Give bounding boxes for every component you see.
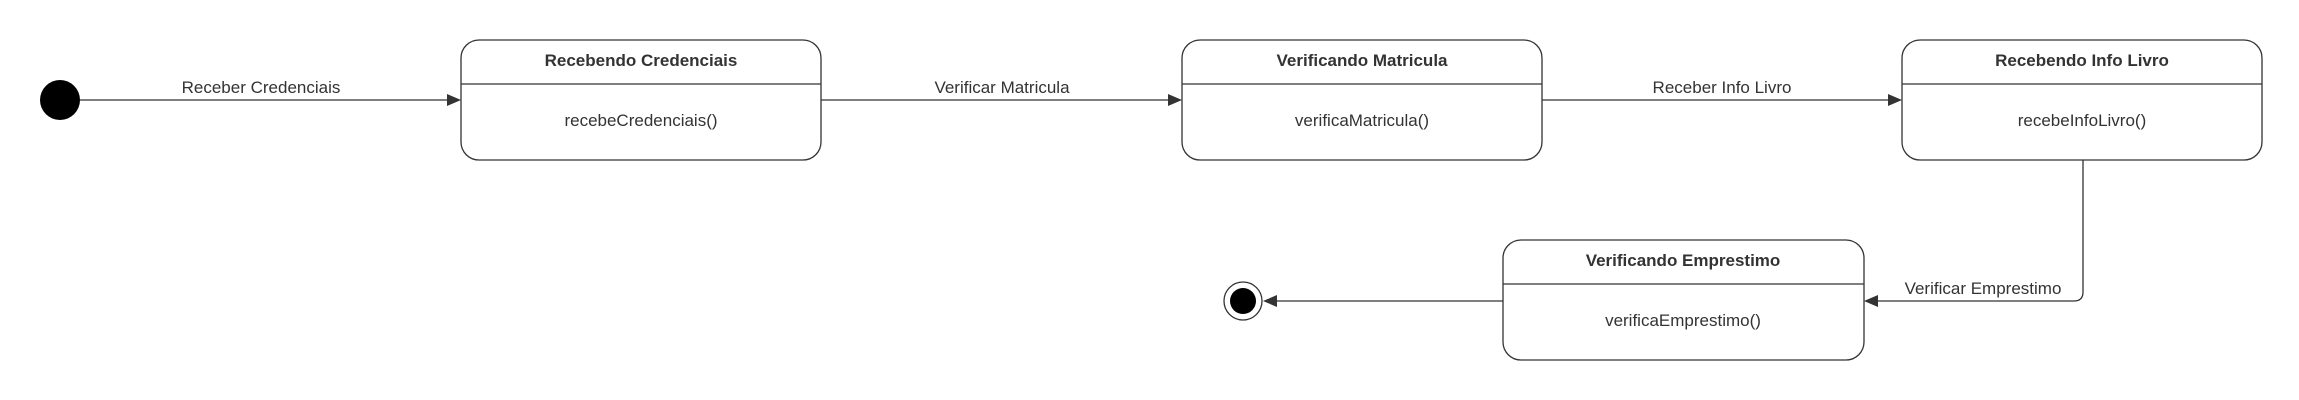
state-action-recebe-info-livro: recebeInfoLivro() [2018,111,2147,130]
edge-receber-credenciais[interactable]: Receber Credenciais [80,78,461,106]
state-title-verificando-matricula: Verificando Matricula [1277,51,1449,70]
state-recebendo-info-livro[interactable]: Recebendo Info Livro recebeInfoLivro() [1901,39,2263,161]
state-recebendo-credenciais[interactable]: Recebendo Credenciais recebeCredenciais(… [460,39,822,161]
edge-label-receber-info-livro: Receber Info Livro [1653,78,1792,97]
final-state[interactable] [1223,281,1263,321]
state-action-verifica-emprestimo: verificaEmprestimo() [1605,311,1761,330]
state-action-recebe-credenciais: recebeCredenciais() [564,111,717,130]
edge-verificar-emprestimo[interactable]: Verificar Emprestimo [1864,160,2084,307]
edge-receber-info-livro[interactable]: Receber Info Livro [1542,78,1902,106]
state-verificando-emprestimo[interactable]: Verificando Emprestimo verificaEmprestim… [1502,239,1865,361]
edge-label-receber-credenciais: Receber Credenciais [182,78,341,97]
state-title-recebendo-credenciais: Recebendo Credenciais [545,51,738,70]
edge-verificar-matricula[interactable]: Verificar Matricula [821,78,1182,106]
initial-state[interactable] [40,80,80,120]
edge-label-verificar-matricula: Verificar Matricula [934,78,1070,97]
state-action-verifica-matricula: verificaMatricula() [1295,111,1429,130]
state-title-recebendo-info-livro: Recebendo Info Livro [1995,51,2169,70]
state-verificando-matricula[interactable]: Verificando Matricula verificaMatricula(… [1181,39,1543,161]
state-title-verificando-emprestimo: Verificando Emprestimo [1586,251,1781,270]
edge-to-final[interactable] [1263,295,1503,307]
edge-label-verificar-emprestimo: Verificar Emprestimo [1905,279,2062,298]
